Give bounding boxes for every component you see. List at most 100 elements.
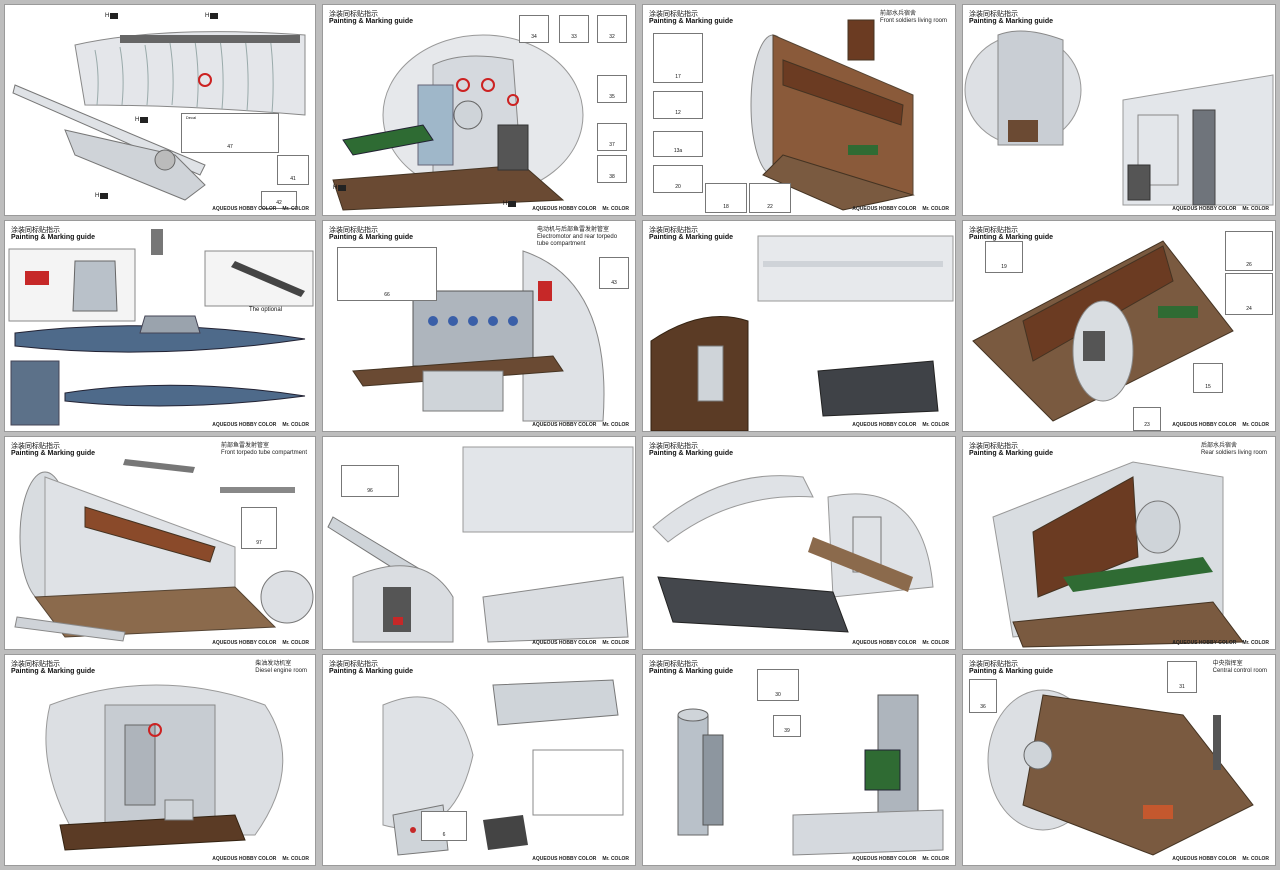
decal-box: 23 [1133,407,1161,431]
panel-title: Painting & Marking guide [969,668,1054,675]
decal-box: 22 [749,183,791,213]
decal-box: 36 [969,679,997,713]
panel-title: Painting & Marking guide [11,668,96,675]
submarine-exterior-illustration [8,229,314,426]
decal-box: Decal 47 [181,113,279,153]
decal-box: 97 [241,507,277,549]
panel-title-cn: 涂装同标贴指示 [969,443,1018,450]
decal-box: 41 [277,155,309,185]
panel-8: 涂装同标贴指示 Painting & Marking guide 19 26 2… [962,220,1276,432]
decal-box: 96 [341,465,399,497]
rear-compartment-illustration [972,240,1234,422]
pipes-and-frames-illustration [327,446,634,643]
diesel-engine-room-illustration [45,684,284,851]
decal-box: 38 [597,155,627,183]
decal-box: 30 [757,669,799,701]
decal-box: 26 [1225,231,1273,271]
decal-box: 18 [705,183,747,213]
panel-1: Decal 47 41 42 H H H H AQUEOUS HOBBY COL… [4,4,316,216]
panel-11: 涂装同标贴指示 Painting & Marking guide AQUEOUS… [642,436,956,650]
panel-title: Painting & Marking guide [649,234,734,241]
panel-title: Painting & Marking guide [329,18,414,25]
panel-title-cn: 涂装同标贴指示 [329,661,378,668]
panel-title: Painting & Marking guide [969,450,1054,457]
panel-title: Painting & Marking guide [969,18,1054,25]
rear-living-room-illustration [992,461,1244,648]
panel-title-cn: 涂装同标贴指示 [649,443,698,450]
decal-box: 15 [1193,363,1223,393]
frames-battery-illustration [652,475,934,633]
panel-7: 涂装同标贴指示 Painting & Marking guide AQUEOUS… [642,220,956,432]
optional-label: The optional [249,307,283,313]
panel-title-cn: 涂装同标贴指示 [969,661,1018,668]
hull-door-battery-illustration [650,235,954,431]
electromotor-illustration [352,250,605,422]
central-control-room-illustration [987,689,1254,856]
panel-15: 涂装同标贴指示 Painting & Marking guide 30 39 A… [642,654,956,866]
bulkhead-pair-illustration [964,30,1274,206]
panel-title-cn: 涂装同标贴指示 [329,227,378,234]
decal-box: 32 [597,15,627,43]
panel-title: Painting & Marking guide [649,668,734,675]
decal-box: 6 [421,811,467,841]
decal-box: 42 [261,191,297,209]
panel-title-cn: 涂装同标贴指示 [969,227,1018,234]
decal-box: 37 [597,123,627,151]
panel-title-cn: 涂装同标贴指示 [649,227,698,234]
panel-2: 涂装同标贴指示 Painting & Marking guide 34 33 3… [322,4,636,216]
panel-title: Painting & Marking guide [11,234,96,241]
front-living-room-illustration [750,19,915,211]
decal-box: 24 [1225,273,1273,315]
panel-4: 涂装同标贴指示 Painting & Marking guide AQUEOUS… [962,4,1276,216]
panel-title-cn: 涂装同标贴指示 [329,11,378,18]
decal-box: 31 [1167,661,1197,693]
front-torpedo-room-illustration [14,459,314,642]
panel-5: 涂装同标贴指示 Painting & Marking guide The opt… [4,220,316,432]
panel-title: Painting & Marking guide [969,234,1054,241]
color-callout: H [135,117,148,123]
decal-box: 43 [599,257,629,289]
decal-box: 17 [653,33,703,83]
panel-9: 涂装同标贴指示 Painting & Marking guide 前部鱼雷发射管… [4,436,316,650]
hull-frame-illustration [12,31,306,201]
decal-box: 20 [653,165,703,193]
panel-6: 涂装同标贴指示 Painting & Marking guide 电动机与后部鱼… [322,220,636,432]
panel-title: Painting & Marking guide [649,450,734,457]
decal-box: 13a [653,131,703,157]
panel-title-cn: 涂装同标贴指示 [649,11,698,18]
color-callout: H [205,13,218,19]
panel-title-cn: 涂装同标贴指示 [11,443,60,450]
decal-box: 33 [559,15,589,43]
panel-title: Painting & Marking guide [329,234,414,241]
decal-box: 35 [597,75,627,103]
decal-box: 66 [337,247,437,301]
decal-box: 34 [519,15,549,43]
panel-title-cn: 涂装同标贴指示 [11,661,60,668]
bulkhead-and-tubes-illustration [382,679,624,856]
bulkhead-illustration [332,34,584,211]
panel-title: Painting & Marking guide [649,18,734,25]
